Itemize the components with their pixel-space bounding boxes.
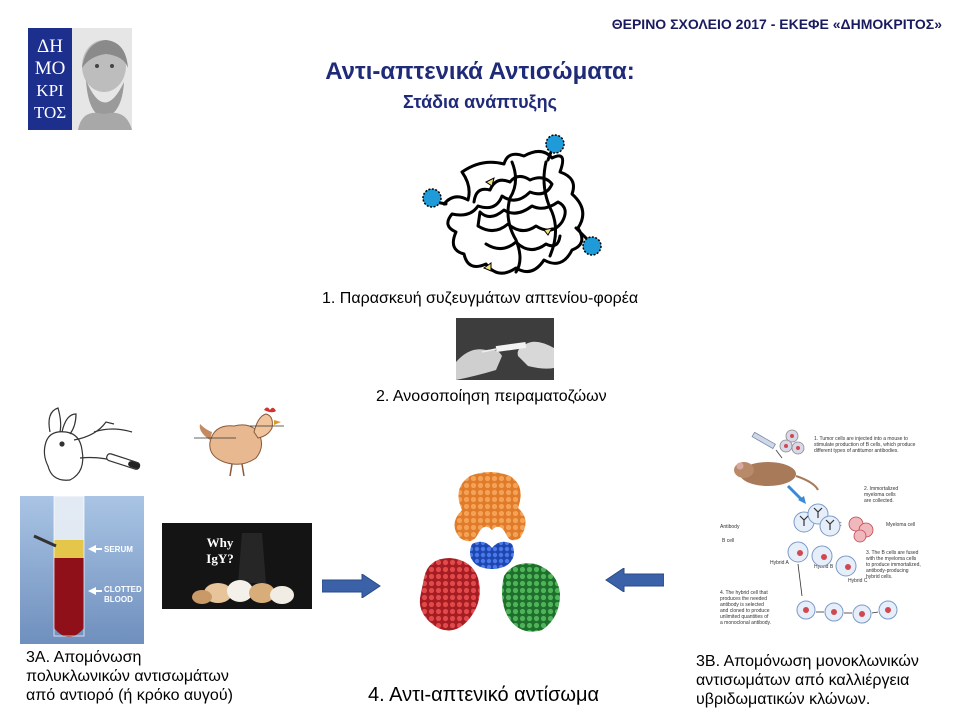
hybridoma-hybrid-c-label: Hybrid C (848, 578, 868, 584)
step3a-label: 3Α. Απομόνωση πολυκλωνικών αντισωμάτων α… (26, 648, 306, 705)
arrow-right-icon (322, 574, 381, 598)
myeloma-cell-icons (848, 516, 874, 543)
hen-icon (194, 407, 284, 477)
arrow-left-icon (605, 568, 664, 592)
hybridoma-note3-line5: hybrid cells. (866, 574, 892, 580)
step2-label: 2. Ανοσοποίηση πειραματοζώων (376, 388, 607, 405)
hapten-carrier-conjugate-diagram (422, 134, 602, 275)
hybridoma-note3-line3: to produce immortalized, (866, 562, 921, 568)
hen-sketch (194, 407, 284, 477)
carrier-protein-chain (434, 142, 592, 275)
hapten-molecule-icons (422, 134, 602, 256)
page-subtitle: Στάδια ανάπτυξης (403, 92, 557, 112)
tumor-cell-cluster-icon (779, 429, 805, 455)
clotted-label: CLOTTED (104, 585, 142, 594)
antibody-fc-region (454, 472, 526, 542)
mouse-icon (734, 462, 819, 491)
hybridoma-note1-line3: different types of antitumor antibodies. (814, 448, 899, 454)
serum-label: SERUM (104, 545, 133, 554)
hybridoma-note2-line3: are collected. (864, 498, 894, 504)
hybridoma-hybrid-a-label: Hybrid A (770, 560, 790, 566)
hybridoma-note2-line2: myeloma cells (864, 492, 896, 498)
logo-blue-panel (28, 28, 72, 130)
igy-text-line2: IgY? (206, 551, 233, 566)
hybridoma-note3-line4: antibody-producing (866, 568, 909, 574)
hybridoma-myeloma-label: Myeloma cell (886, 522, 915, 528)
syringe-icon (751, 431, 783, 459)
step3a-line2: πολυκλωνικών αντισωμάτων (26, 668, 229, 685)
why-igy-eggs-photo: Why IgY? (162, 523, 312, 609)
eggs-icon (192, 580, 294, 604)
antibody-fab-left (419, 558, 480, 631)
tube-label-arrows (88, 545, 102, 595)
blue-arrow-icon (798, 496, 806, 504)
step4-label: 4. Αντι-απτενικό αντίσωμα (368, 684, 600, 706)
hybridoma-note4-line4: and cloned to produce (720, 608, 770, 614)
hybrid-nucleus-icons (797, 550, 891, 617)
left-hand-icon (456, 349, 502, 380)
hybridoma-note3-line1: 3. The B cells are fused (866, 550, 919, 556)
hybridoma-note1-line2: stimulate production of B cells, which p… (814, 442, 916, 448)
hybridoma-note4-line6: a monoclonal antibody. (720, 620, 771, 626)
b-cell-icons (793, 503, 841, 537)
serum-tube-photo: SERUM CLOTTED BLOOD (20, 496, 144, 644)
igy-text-line1: Why (207, 535, 234, 550)
syringe-icon (495, 341, 527, 353)
process-arrows-icon (797, 563, 879, 614)
hybridoma-bcell-label: B cell (722, 538, 734, 544)
antibody-structure-model (419, 472, 560, 632)
linker-arrowhead-icons (482, 177, 554, 272)
right-hand-icon (517, 341, 554, 369)
test-tube-icon (53, 496, 85, 637)
hybridoma-note4-line5: unlimited quantities of (720, 614, 769, 620)
antibody-hinge-region (470, 541, 514, 569)
step1-label: 1. Παρασκευή συζευγμάτων απτενίου-φορέα (322, 290, 639, 307)
logo-text-2: ΜΟ (35, 58, 66, 79)
blood-label: BLOOD (104, 595, 133, 604)
step3b-line1: 3Β. Απομόνωση μονοκλωνικών (696, 653, 919, 670)
antibody-fab-right (502, 563, 560, 632)
hybridoma-antibody-label: Antibody (720, 524, 740, 530)
page-title: Αντι-απτενικά Αντισώματα: (325, 58, 635, 85)
hybridoma-note4-line3: antibody is selected (720, 602, 764, 608)
step3b-label: 3Β. Απομόνωση μονοκλωνικών αντισωμάτων α… (696, 652, 960, 709)
step3b-line3: υβριδωματικών κλώνων. (696, 691, 871, 708)
immunization-syringe-photo (456, 318, 554, 380)
philosopher-bust-icon (72, 28, 132, 130)
logo-text-4: ΤΟΣ (34, 103, 66, 122)
hybridoma-note4-line1: 4. The hybrid cell that (720, 590, 768, 596)
step3b-line2: αντισωμάτων από καλλιέργεια (696, 672, 910, 689)
hybridoma-hybrid-b-label: Hybrid B (814, 564, 834, 570)
hybridoma-note3-line2: with the myeloma cells (866, 556, 917, 562)
hybridoma-note1-line1: 1. Tumor cells are injected into a mouse… (814, 436, 908, 442)
collection-tube-icon (106, 453, 141, 470)
step3a-line3: από αντιορό (ή κρόκο αυγού) (26, 687, 233, 704)
hybridoma-note4-line2: produces the needed (720, 596, 767, 602)
demokritos-logo: ΔΗ ΜΟ ΚΡΙ ΤΟΣ (28, 28, 132, 130)
rabbit-icon (43, 407, 133, 481)
logo-text-3: ΚΡΙ (36, 81, 64, 100)
antibody-y-icons (799, 507, 835, 530)
hybridoma-technique-diagram: 1. Tumor cells are injected into a mouse… (720, 429, 921, 626)
step3a-line1: 3Α. Απομόνωση (26, 649, 142, 666)
hybridoma-note2-line1: 2. Immortalized (864, 486, 898, 492)
rabbit-bleeding-sketch (43, 407, 141, 481)
logo-text-1: ΔΗ (37, 36, 63, 57)
organization-header: ΘΕΡΙΝΟ ΣΧΟΛΕΙΟ 2017 - ΕΚΕΦΕ «ΔΗΜΟΚΡΙΤΟΣ» (611, 16, 942, 32)
